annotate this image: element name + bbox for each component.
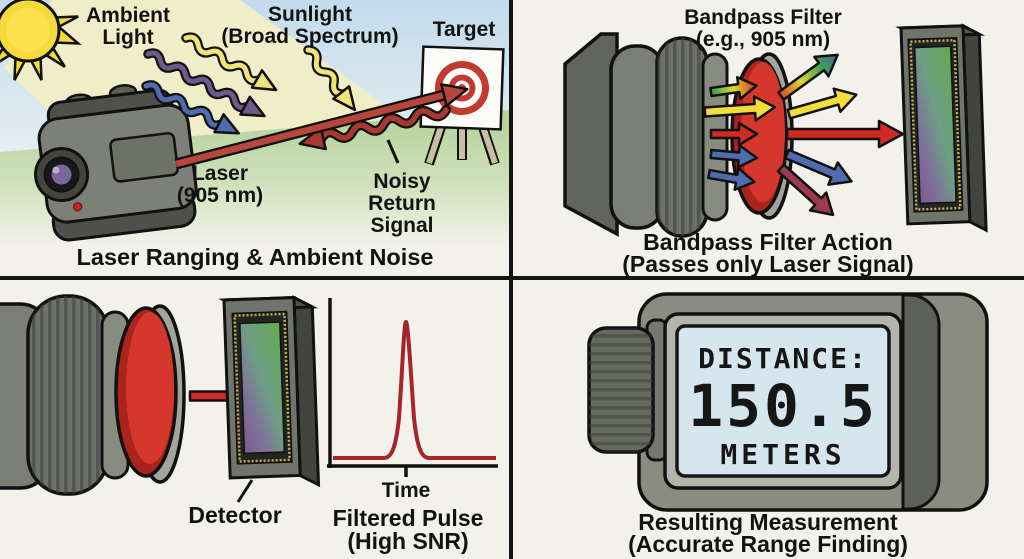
noisy-return-label: Noisy (373, 170, 431, 193)
panel-caption: (Accurate Range Finding) (628, 531, 908, 557)
device-side-panel (109, 132, 179, 183)
ambient-light-label: Ambient (86, 4, 170, 27)
x-axis-label: Time (382, 479, 431, 502)
panel-measurement: DISTANCE: 150.5 METERS Resulting Measure… (513, 280, 1024, 559)
pulse-plot: Time (327, 298, 498, 502)
sunlight-label: Sunlight (268, 3, 352, 26)
rangefinder-back-illustration: DISTANCE: 150.5 METERS (587, 292, 989, 512)
sensor-illustration (895, 23, 988, 233)
detector-label-pointer (236, 479, 254, 503)
device-end-cap (901, 293, 941, 511)
panel-divider-horizontal (0, 276, 1024, 280)
laser-arrow (174, 83, 469, 170)
panel-bandpass-filter: Bandpass Filter (e.g., 905 nm) Bandpass … (513, 0, 1024, 276)
panel-caption: (Passes only Laser Signal) (622, 251, 913, 276)
sun-icon (0, 0, 82, 81)
sensor-surface (239, 321, 286, 455)
target-label: Target (433, 18, 496, 41)
device-led (72, 202, 83, 212)
panel-title: Bandpass Filter (684, 6, 842, 29)
transmitted-laser-arrow (785, 119, 905, 149)
panel-laser-ranging: Ambient Light Sunlight (Broad Spectrum) … (0, 0, 509, 276)
ambient-arrow-purple (143, 48, 266, 118)
ambient-light-label: Light (102, 26, 153, 49)
lcd-screen (675, 324, 891, 478)
lcd-unit-label: METERS (720, 438, 845, 471)
target-illustration (419, 45, 505, 166)
panel-caption: Filtered Pulse (333, 505, 484, 531)
ambient-arrow-blue (141, 80, 240, 135)
lens-barrel-illustration (0, 294, 186, 496)
panel-caption: Bandpass Filter Action (643, 229, 893, 255)
lcd-distance-label: DISTANCE: (698, 342, 868, 375)
panel-caption: Resulting Measurement (638, 509, 898, 535)
laser-label: (905 nm) (177, 184, 263, 207)
pulse-curve (333, 320, 496, 460)
noisy-label-pointer (386, 139, 400, 164)
panel-filtered-pulse: Detector Time Filtered Pulse (High SNR) (0, 280, 509, 559)
knurled-ring (28, 296, 108, 494)
panel-caption: (High SNR) (347, 528, 468, 554)
return-signal-arrow (298, 105, 451, 151)
knurled-ring (657, 38, 707, 236)
detector-label: Detector (188, 502, 281, 528)
sensor-surface (913, 45, 957, 205)
sunlight-label: (Broad Spectrum) (221, 25, 398, 48)
rangefinder-illustration (34, 84, 198, 242)
lens-barrel-illustration (563, 32, 729, 238)
noisy-return-label: Signal (370, 214, 433, 237)
noisy-return-label: Return (368, 192, 436, 215)
panel-title: (e.g., 905 nm) (696, 28, 830, 51)
ambient-arrow-yellow-1 (181, 32, 278, 92)
sensor-bond-pads (233, 312, 291, 463)
detector-illustration (218, 295, 321, 488)
ambient-arrow-yellow-2 (303, 45, 357, 112)
laser-label: Laser (192, 162, 248, 185)
lcd-distance-value: 150.5 (688, 372, 878, 440)
panel-caption: Laser Ranging & Ambient Noise (77, 244, 434, 270)
